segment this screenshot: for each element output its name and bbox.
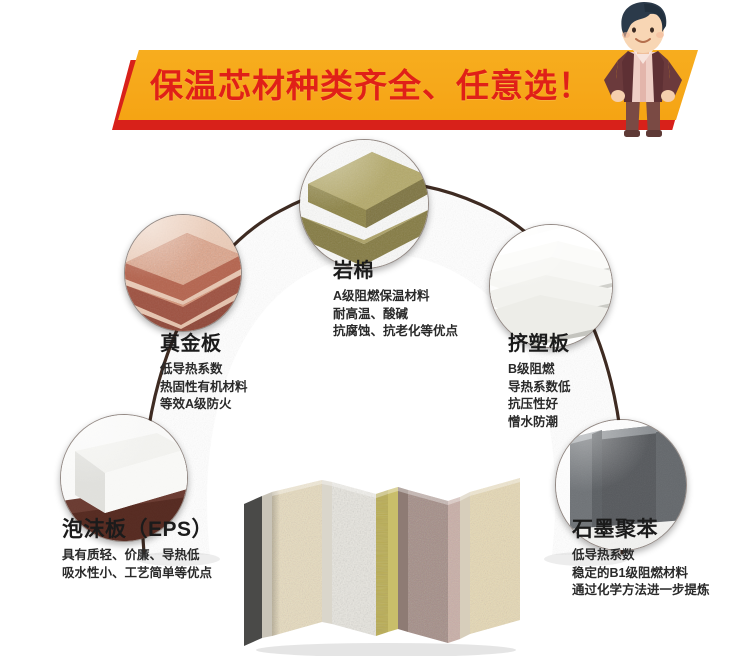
material-title-yanmian: 岩棉 [333, 260, 374, 282]
banner-background [118, 50, 698, 120]
material-feature: 等效A级防火 [160, 397, 232, 411]
material-block-zhenjin: 真金板 低导热系数 热固性有机材料 等效A级防火 [160, 332, 248, 414]
material-feature: 热固性有机材料 [160, 379, 248, 394]
insulation-decorative-panel-stack [236, 470, 526, 656]
mascot-illustration [588, 2, 698, 138]
material-title-zhenjin: 真金板 [160, 333, 222, 355]
material-feature: 低导热系数 [572, 548, 635, 562]
material-feature: 具有质轻、价廉、导热低 [62, 548, 200, 562]
material-feature: 低导热系数 [160, 362, 223, 376]
material-feature: 稳定的B1级阻燃材料 [572, 565, 688, 580]
material-feature: 吸水性小、工艺简单等优点 [62, 565, 213, 580]
material-block-yanmian: 岩棉 A级阻燃保温材料 耐高温、酸碱 抗腐蚀、抗老化等优点 [333, 259, 458, 341]
xps-board-photo [489, 224, 613, 348]
material-feature: 导热系数低 [508, 379, 571, 394]
material-feature: 耐高温、酸碱 [333, 306, 409, 321]
material-block-eps: 泡沫板（EPS） 具有质轻、价廉、导热低 吸水性小、工艺简单等优点 [62, 518, 213, 582]
material-feature: 抗腐蚀、抗老化等优点 [333, 324, 459, 338]
rock-wool-photo [299, 139, 429, 269]
material-title-jisu: 挤塑板 [508, 333, 570, 355]
material-title-eps: 泡沫板（EPS） [62, 518, 214, 541]
zhenjin-board-photo [124, 214, 242, 332]
header-banner: 保温芯材种类齐全、任意选！ [0, 24, 750, 134]
material-feature: B级阻燃 [508, 362, 555, 376]
material-block-shimo: 石墨聚苯 低导热系数 稳定的B1级阻燃材料 通过化学方法进一步提炼 [572, 518, 710, 600]
material-feature: 通过化学方法进一步提炼 [572, 583, 710, 597]
material-feature: 抗压性好 [508, 397, 559, 411]
banner-headline: 保温芯材种类齐全、任意选！ [150, 67, 592, 104]
material-feature: 憎水防潮 [508, 414, 559, 429]
material-title-shimo: 石墨聚苯 [572, 518, 658, 541]
material-feature: A级阻燃保温材料 [333, 289, 430, 303]
material-block-jisu: 挤塑板 B级阻燃 导热系数低 抗压性好 憎水防潮 [508, 332, 571, 431]
